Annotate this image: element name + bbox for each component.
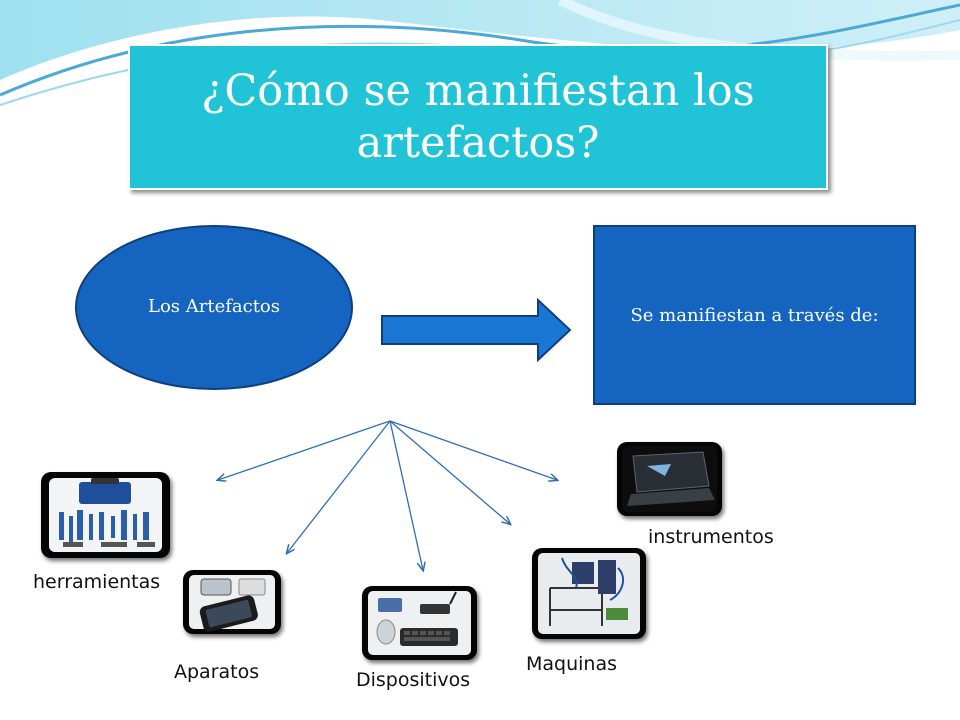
artefactos-ellipse [75, 225, 353, 390]
herramientas-image [41, 472, 170, 558]
phone-icon [189, 575, 275, 632]
arrow-to-aparatos [287, 420, 391, 553]
instrumentos-image [617, 442, 722, 516]
right-block-arrow [381, 298, 572, 362]
arrow-to-dispositivos [389, 420, 423, 570]
manifiestan-label: Se manifiestan a través de: [630, 305, 879, 326]
caption-instrumentos: instrumentos [648, 526, 774, 548]
title-box: ¿Cómo se manifiestan los artefactos? [128, 44, 828, 190]
machine-icon [538, 553, 640, 634]
caption-maquinas: Maquinas [526, 653, 618, 675]
laptop-icon [622, 446, 717, 512]
caption-herramientas: herramientas [33, 571, 161, 593]
caption-dispositivos: Dispositivos [356, 669, 471, 691]
dispositivos-image [362, 586, 477, 660]
aparatos-image [183, 570, 281, 634]
arrow-to-herramientas [218, 420, 391, 480]
artefactos-label: Los Artefactos [147, 296, 281, 317]
page-title: ¿Cómo se manifiestan los artefactos? [201, 66, 755, 168]
manifiestan-box [593, 225, 916, 405]
caption-aparatos: Aparatos [174, 661, 260, 683]
maquinas-image [532, 548, 646, 639]
toolbox-icon [49, 478, 162, 552]
arrow-to-instrumentos [389, 420, 557, 480]
router-keyboard-icon [368, 591, 471, 655]
arrow-to-maquinas [389, 420, 510, 524]
